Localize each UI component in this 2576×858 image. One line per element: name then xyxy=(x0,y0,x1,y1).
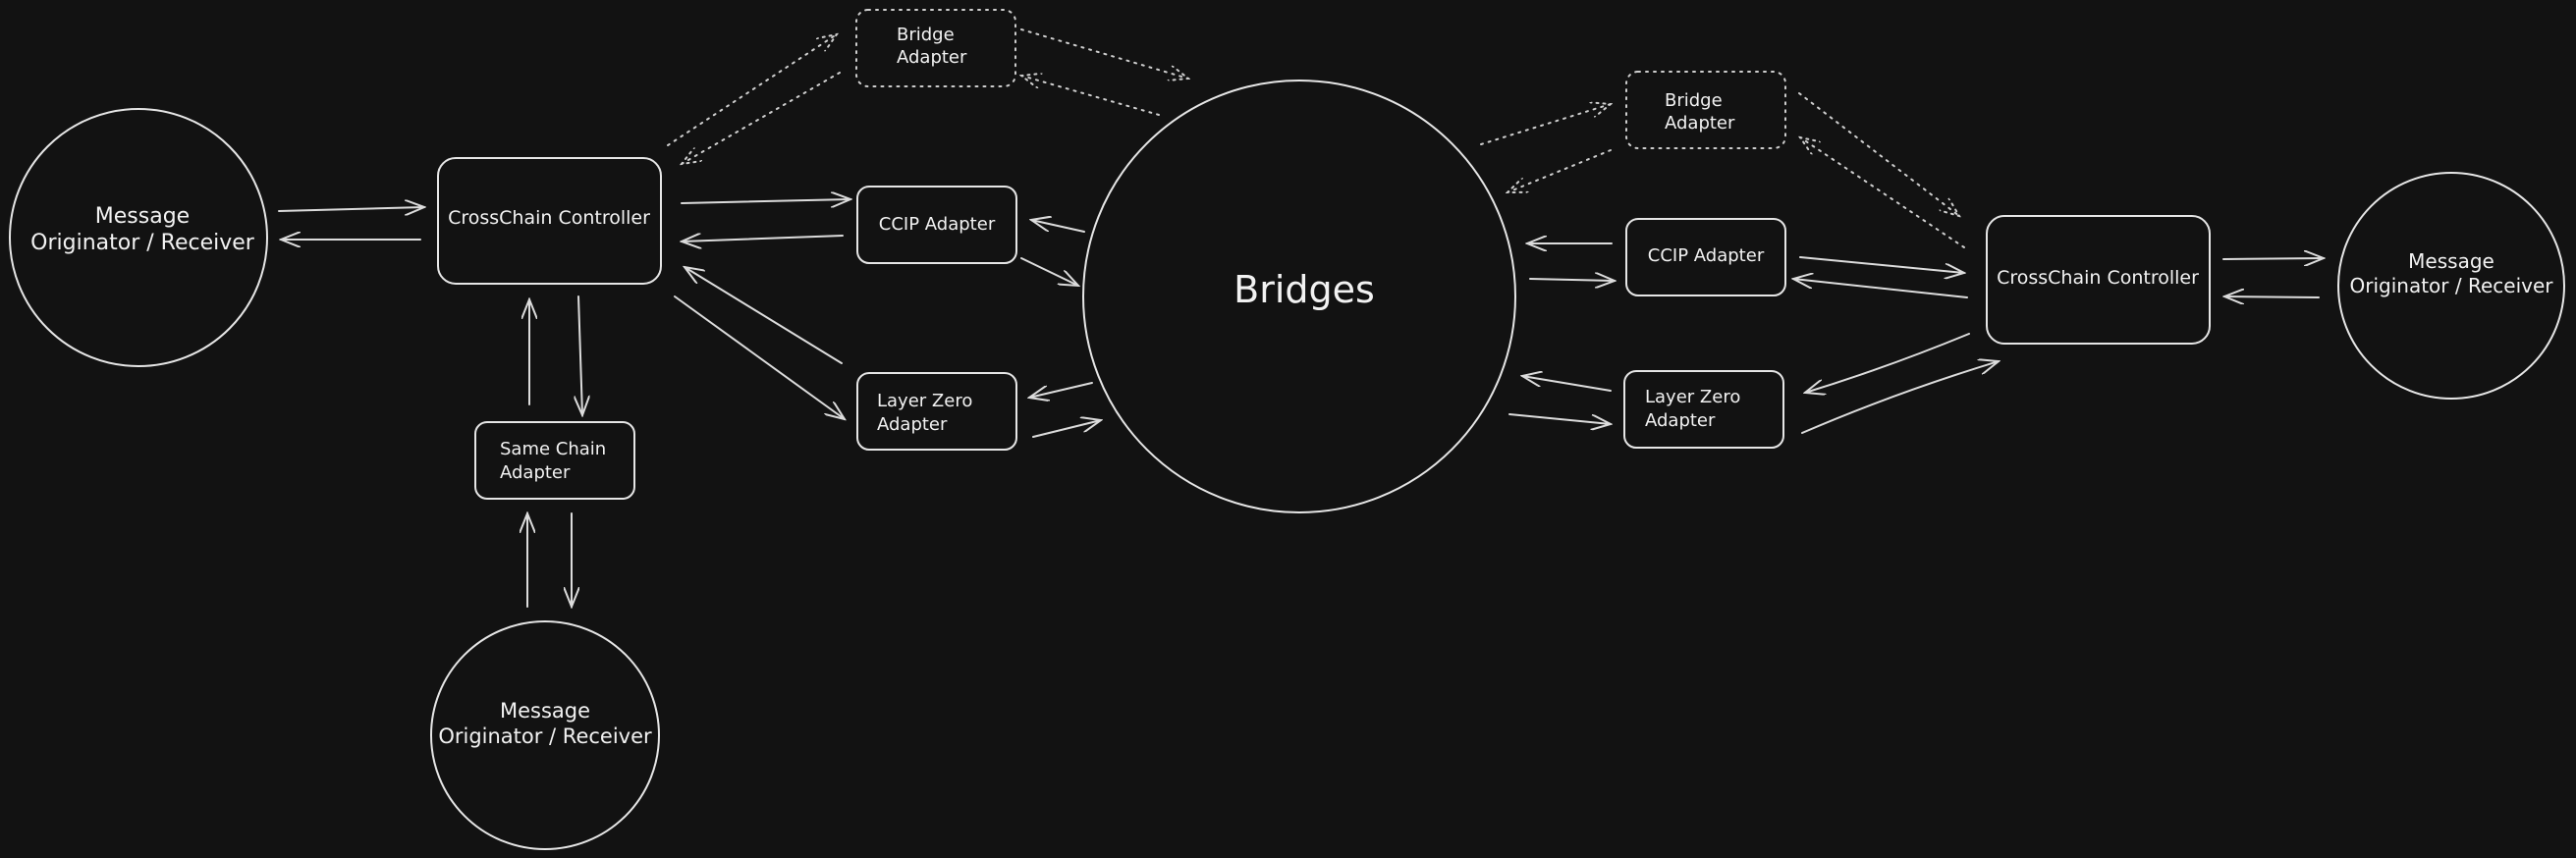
arrow-bridges-to-left-ccip xyxy=(1031,220,1084,232)
right-ccip-adapter-label: CCIP Adapter xyxy=(1648,245,1765,266)
left-originator-label-line1: Message xyxy=(95,204,190,229)
arrow-left-bridge-adapter-to-controller xyxy=(682,73,840,164)
right-controller-label: CrossChain Controller xyxy=(1997,267,2199,289)
arrow-right-controller-to-originator xyxy=(2223,258,2324,259)
bottom-originator-label-line2: Originator / Receiver xyxy=(438,724,652,748)
left-ccip-adapter: CCIP Adapter xyxy=(857,187,1016,263)
left-originator-label-line2: Originator / Receiver xyxy=(30,231,255,255)
arrow-left-originator-to-controller xyxy=(279,207,424,211)
arrow-left-bridge-adapter-to-bridges xyxy=(1021,29,1188,79)
bottom-originator-node: Message Originator / Receiver xyxy=(431,621,659,849)
arrow-right-layerzero-to-controller xyxy=(1802,361,1999,433)
arrow-bridges-to-right-bridge-adapter xyxy=(1481,104,1611,144)
right-layerzero-adapter-line2: Adapter xyxy=(1645,410,1716,431)
right-bridge-adapter-line2: Adapter xyxy=(1665,113,1735,134)
right-originator-node: Message Originator / Receiver xyxy=(2338,173,2564,399)
arrow-controller-to-same-chain xyxy=(578,296,582,415)
left-controller-label: CrossChain Controller xyxy=(448,207,650,229)
same-chain-adapter-line2: Adapter xyxy=(500,462,571,483)
left-bridge-adapter-line2: Adapter xyxy=(897,47,967,68)
right-bridge-adapter: Bridge Adapter xyxy=(1626,72,1785,148)
left-layerzero-adapter-line1: Layer Zero xyxy=(877,391,972,411)
arrow-right-bridge-adapter-to-bridges xyxy=(1507,150,1611,192)
arrow-right-layerzero-to-bridges xyxy=(1522,376,1611,391)
arrow-controller-to-left-ccip xyxy=(682,199,850,203)
bridges-label: Bridges xyxy=(1233,268,1375,311)
left-layerzero-adapter-line2: Adapter xyxy=(877,414,948,435)
left-originator-node: Message Originator / Receiver xyxy=(10,109,267,366)
arrows xyxy=(279,29,2324,607)
right-crosschain-controller: CrossChain Controller xyxy=(1987,216,2210,344)
arrow-left-layerzero-to-controller xyxy=(685,267,842,363)
arrow-bridges-to-left-bridge-adapter xyxy=(1021,76,1159,115)
left-crosschain-controller: CrossChain Controller xyxy=(438,158,661,284)
arrow-left-ccip-to-controller xyxy=(682,236,843,241)
arrow-bridges-to-right-ccip xyxy=(1530,279,1615,281)
arrow-right-controller-to-ccip xyxy=(1793,279,1967,297)
arrow-right-controller-to-bridge-adapter xyxy=(1800,137,1964,247)
arrow-left-layerzero-to-bridges xyxy=(1033,420,1101,437)
left-bridge-adapter-line1: Bridge xyxy=(897,25,955,45)
arrow-right-ccip-to-controller xyxy=(1800,257,1964,273)
right-originator-label-line2: Originator / Receiver xyxy=(2350,274,2554,297)
right-layerzero-adapter-line1: Layer Zero xyxy=(1645,387,1740,407)
arrow-right-controller-to-layerzero xyxy=(1805,334,1969,393)
right-layerzero-adapter: Layer Zero Adapter xyxy=(1624,371,1783,448)
arrow-controller-to-left-layerzero xyxy=(675,296,845,419)
left-bridge-adapter: Bridge Adapter xyxy=(856,10,1015,86)
left-ccip-adapter-label: CCIP Adapter xyxy=(879,214,996,235)
right-bridge-adapter-line1: Bridge xyxy=(1665,90,1723,111)
arrow-bridges-to-left-layerzero xyxy=(1029,383,1092,398)
bottom-originator-label-line1: Message xyxy=(500,699,590,723)
arrow-right-originator-to-controller xyxy=(2224,296,2319,297)
right-originator-label-line1: Message xyxy=(2408,249,2494,273)
same-chain-adapter: Same Chain Adapter xyxy=(475,422,634,499)
bridges-node: Bridges xyxy=(1083,80,1515,512)
arrow-right-bridge-adapter-to-controller xyxy=(1799,93,1959,216)
same-chain-adapter-line1: Same Chain xyxy=(500,439,606,459)
arrow-left-ccip-to-bridges xyxy=(1021,258,1078,286)
left-layerzero-adapter: Layer Zero Adapter xyxy=(857,373,1016,450)
right-ccip-adapter: CCIP Adapter xyxy=(1626,219,1785,295)
arrow-bridges-to-right-layerzero xyxy=(1509,414,1611,424)
